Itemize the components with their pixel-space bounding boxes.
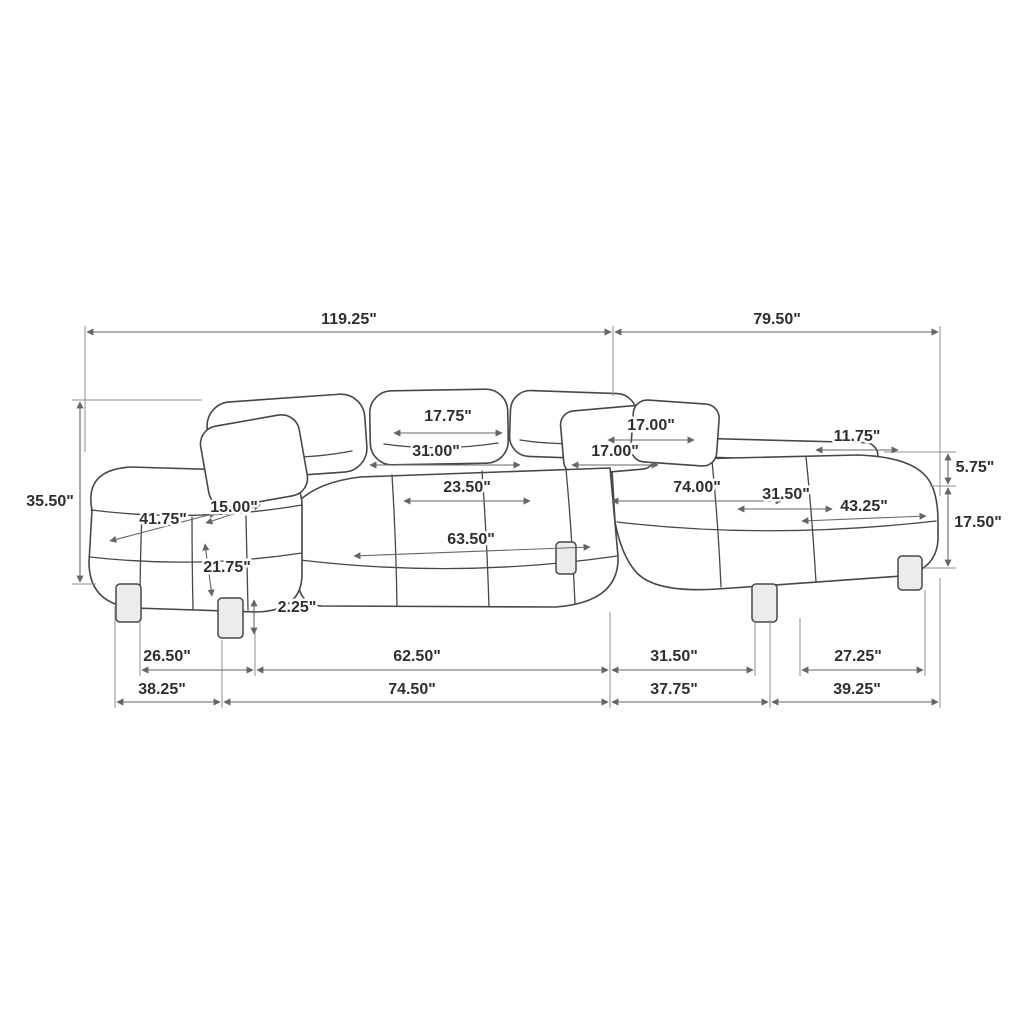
dim-label-seat-depth: 23.50" xyxy=(443,479,491,496)
left-throw-pillow xyxy=(199,413,309,509)
dim-label-back-cushion-width: 17.75" xyxy=(424,408,472,425)
dim-label-seat-height-right: 17.50" xyxy=(954,514,1002,531)
sofa-sketch xyxy=(88,388,939,639)
dimension-labels: 119.25" 79.50" 35.50" 17.75" 31.00" 17.0… xyxy=(24,309,1005,701)
dim-label-chaise-width-top: 31.50" xyxy=(762,486,810,503)
dim-label-seat-span-bottom: 62.50" xyxy=(393,648,441,665)
dim-label-front-left-inset: 26.50" xyxy=(143,648,191,665)
dim-label-rail-height: 5.75" xyxy=(956,459,995,476)
sofa-leg-mid-left xyxy=(217,597,244,639)
seat-vertical-seam-2 xyxy=(481,470,490,608)
dim-label-chaise-width-bottom: 31.50" xyxy=(650,648,698,665)
chaise-pillow-right xyxy=(630,399,720,467)
sofa-leg-front-left xyxy=(115,583,142,623)
dim-label-seat-width-center: 63.50" xyxy=(447,531,495,548)
dim-label-overall-width-right: 79.50" xyxy=(753,311,801,328)
sofa-leg-chaise-right xyxy=(897,555,923,591)
dim-label-overall-height: 35.50" xyxy=(26,493,74,510)
dim-label-pillow-b: 17.00" xyxy=(591,443,639,460)
left-arm-mid-seam xyxy=(89,552,303,563)
dim-label-base-right: 39.25" xyxy=(833,681,881,698)
dim-line-chaise-seat-length xyxy=(801,512,927,525)
seat-vertical-seam-3 xyxy=(565,468,576,605)
dim-line-seat-width-center xyxy=(353,543,591,560)
dim-label-arm-height: 21.75" xyxy=(203,559,251,576)
dim-label-base-center: 74.50" xyxy=(388,681,436,698)
dim-line-arm-width xyxy=(109,511,217,543)
sofa-leg-center xyxy=(555,541,577,575)
dim-label-pillow-a: 17.00" xyxy=(627,417,675,434)
dimension-lines xyxy=(76,328,952,706)
chaise-body xyxy=(611,454,939,591)
dim-label-arm-width: 41.75" xyxy=(139,511,187,528)
dim-line-arm-height xyxy=(202,543,215,597)
dim-label-overall-width-left: 119.25" xyxy=(321,311,377,328)
dim-label-chaise-length: 74.00" xyxy=(673,479,721,496)
left-arm-vertical-seam-3 xyxy=(245,515,249,611)
dim-label-leg-height: 2.25" xyxy=(278,599,317,616)
dim-label-base-right-center: 37.75" xyxy=(650,681,698,698)
seat-section xyxy=(297,467,619,608)
dim-label-rail-length: 11.75" xyxy=(834,428,881,445)
sofa-leg-chaise-front xyxy=(751,583,778,623)
chaise-front-seam xyxy=(616,520,937,532)
dim-label-arm-depth: 15.00" xyxy=(210,499,258,516)
chaise-vertical-seam-1 xyxy=(711,460,722,588)
dim-line-arm-depth xyxy=(205,503,261,525)
dim-label-chaise-inset-bottom: 27.25" xyxy=(834,648,882,665)
back-cushion-middle-seam xyxy=(383,442,499,449)
dim-label-base-left: 38.25" xyxy=(138,681,186,698)
dim-label-back-cushion-span: 31.00" xyxy=(412,443,460,460)
dim-label-chaise-seat-length: 43.25" xyxy=(840,498,888,515)
seat-vertical-seam-1 xyxy=(391,474,398,607)
